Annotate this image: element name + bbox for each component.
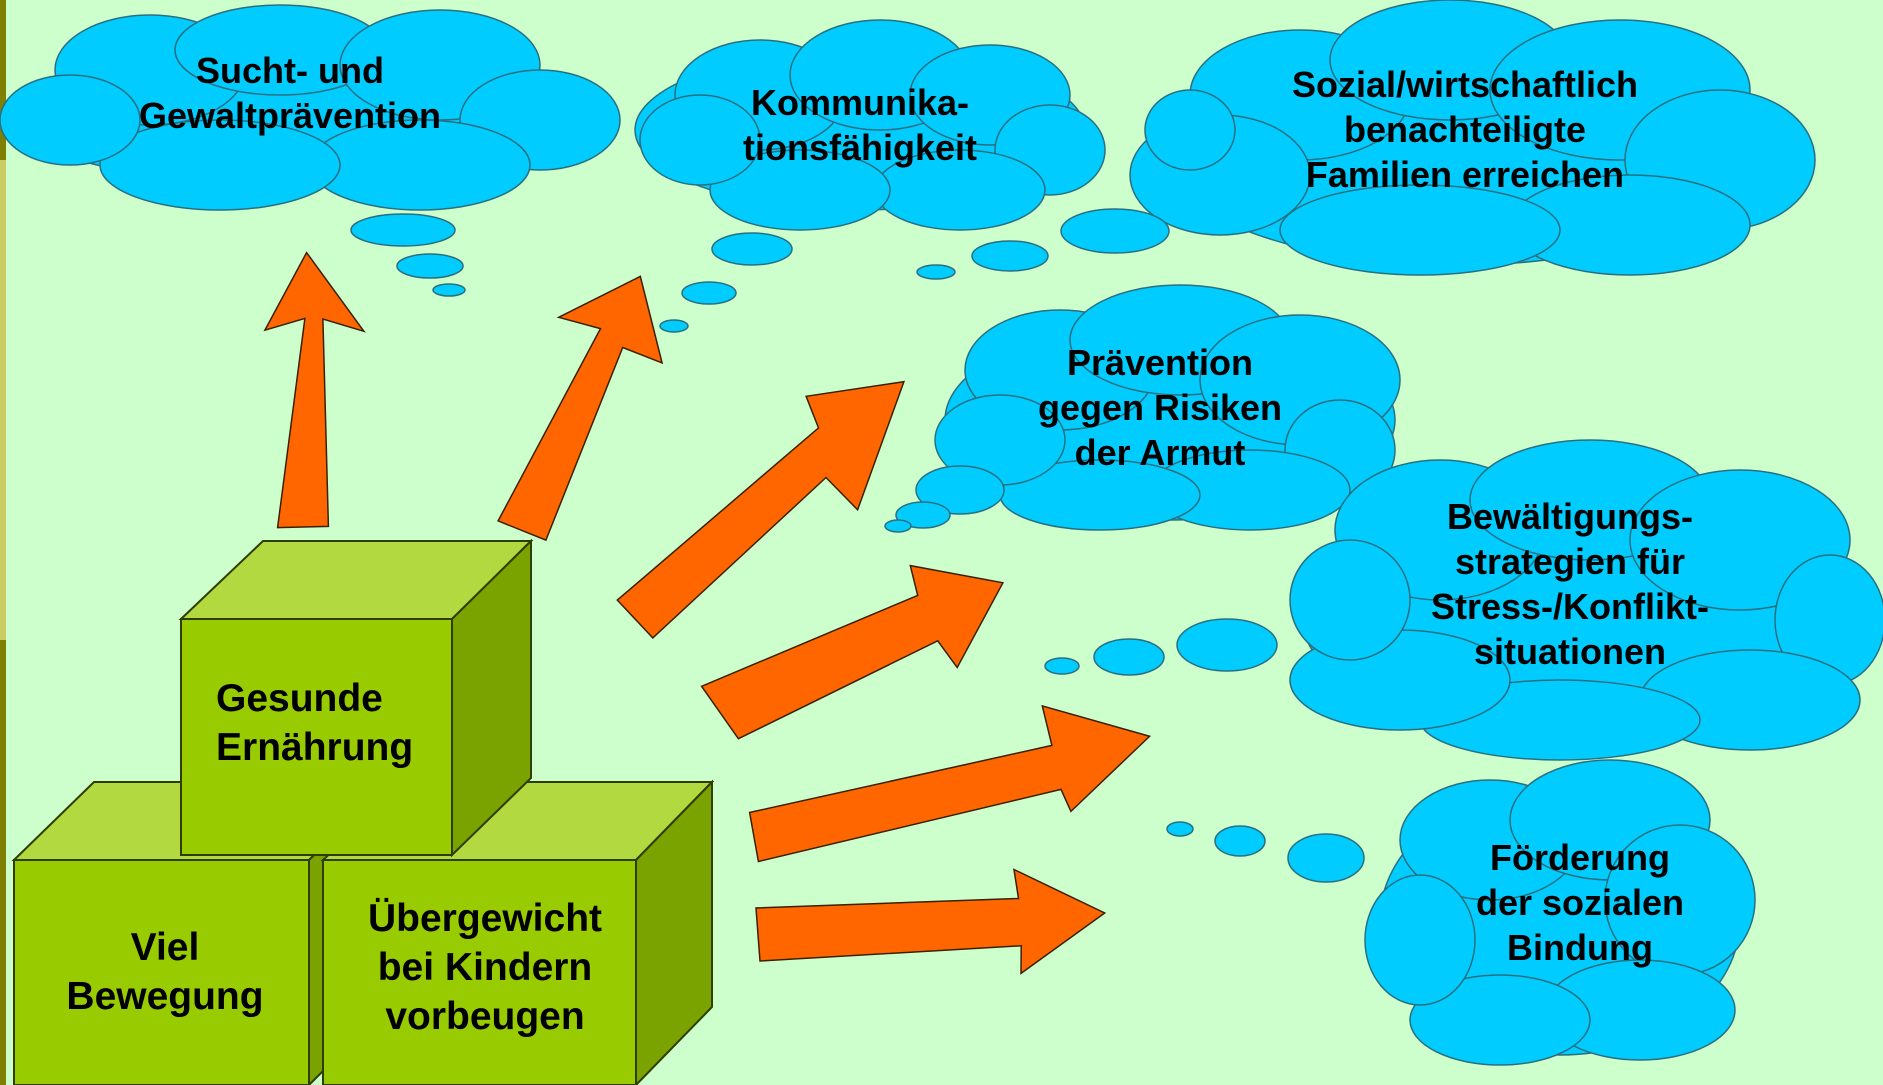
cloud-label-kommunikation: Kommunika- tionsfähigkeit: [742, 82, 978, 168]
cloud-label-stress: Bewältigungs- strategien für Stress-/Kon…: [1430, 496, 1710, 672]
arrow-to-kommunikation: [497, 275, 664, 542]
thought-bubbles: [350, 208, 1365, 883]
cloud-sucht: [0, 4, 621, 211]
cloud-label-sozial: Sozial/wirtschaftlich benachteiligte Fam…: [1291, 64, 1639, 195]
cloud-armut: [934, 284, 1401, 531]
left-band-middle: [0, 160, 6, 640]
cube-ernaehrung: [178, 538, 534, 858]
cube-label-bewegung: Viel Bewegung: [66, 926, 264, 1018]
cube-label-ernaehrung: Gesunde Ernährung: [216, 677, 414, 769]
cloud-label-bindung: Förderung der sozialen Bindung: [1475, 837, 1685, 968]
arrow-to-stress: [700, 564, 1005, 740]
cube-label-uebergewicht: Übergewicht bei Kindern vorbeugen: [367, 897, 603, 1038]
left-band-bottom: [0, 640, 6, 1085]
arrow-to-bindung-upper: [748, 704, 1152, 863]
cloud-kommunikation: [634, 19, 1106, 231]
arrow-to-bindung-lower: [755, 868, 1107, 975]
left-band-top: [0, 0, 6, 160]
arrow-to-sucht: [263, 251, 366, 529]
arrow-to-armut: [616, 380, 906, 639]
cloud-bindung: [1364, 759, 1756, 1066]
cloud-sozial: [1129, 0, 1816, 276]
cloud-label-sucht: Sucht- und Gewaltprävention: [138, 50, 442, 136]
cloud-stress: [1289, 439, 1883, 761]
cloud-label-armut: Prävention gegen Risiken der Armut: [1037, 342, 1283, 473]
